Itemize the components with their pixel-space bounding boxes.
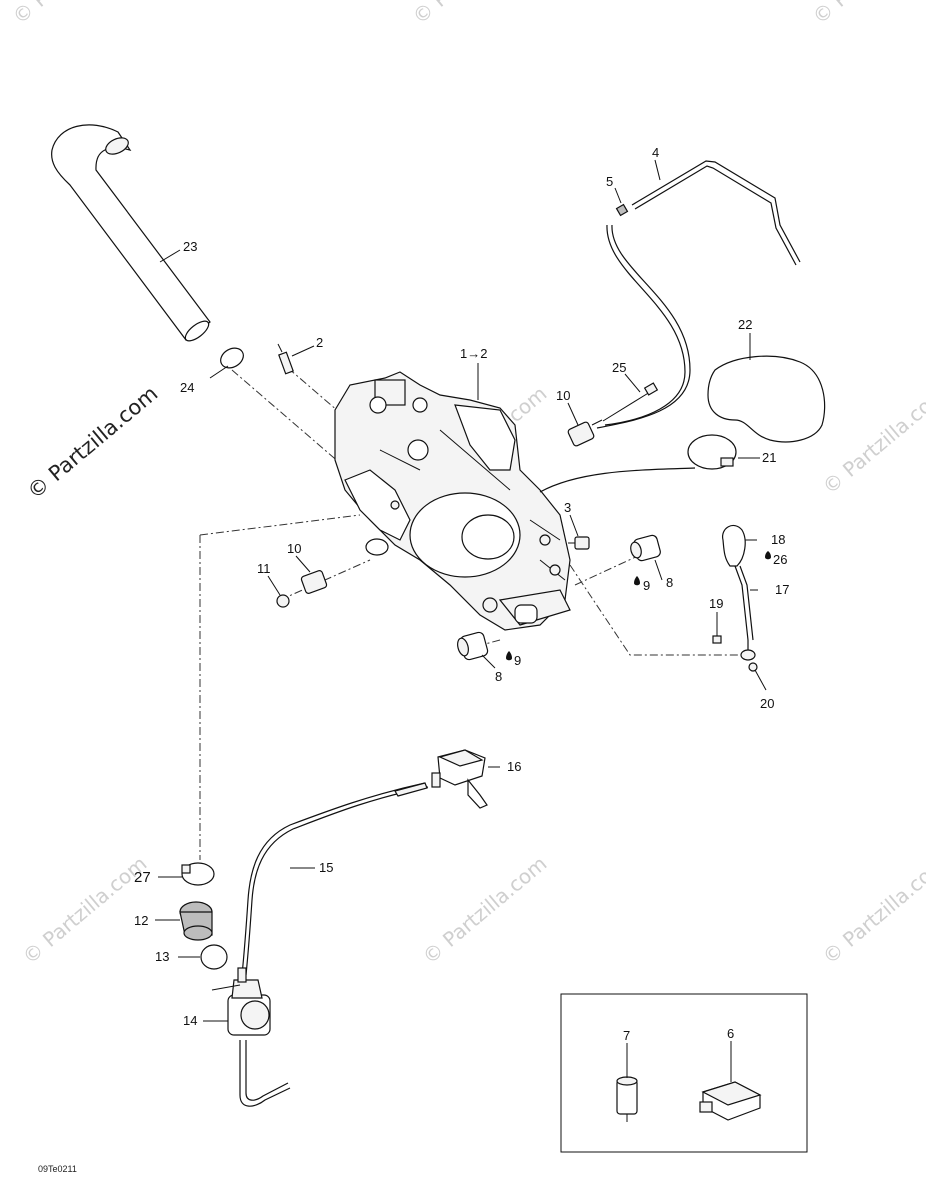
callout-22: 22 [738, 317, 752, 332]
part-7-component [616, 1076, 638, 1122]
watermark-tile: © Partzilla.com [18, 851, 152, 969]
hose-bracket [740, 649, 756, 661]
callout-16: 16 [507, 759, 521, 774]
part-27-clamp [181, 862, 215, 886]
callout-15: 15 [319, 860, 333, 875]
callout-7: 7 [623, 1028, 630, 1043]
part-19-bolt [712, 622, 722, 644]
oil-drop-icon [634, 576, 640, 586]
callout-26: 26 [773, 552, 787, 567]
callout-25: 25 [612, 360, 626, 375]
callout-18: 18 [771, 532, 785, 547]
part-2-spark-plug [277, 343, 294, 375]
oil-drop-icon [506, 651, 512, 661]
reference-code: 09Te0211 [38, 1164, 77, 1174]
callout-26-group: 26 [765, 551, 787, 567]
part-16-throttle [431, 749, 488, 809]
part-15-cable [241, 782, 426, 976]
part-8-mount-lower [457, 631, 489, 661]
part-6-module [699, 1081, 762, 1121]
callout-9-upper: 9 [643, 578, 650, 593]
part-11-nut [276, 594, 290, 608]
part-23-intake-tube [51, 124, 211, 342]
oil-drop-icon [765, 551, 771, 560]
watermark-tile: © Partzilla.com [8, 0, 142, 29]
callout-4: 4 [652, 145, 659, 160]
o-ring [365, 538, 389, 556]
callout-8-lower: 8 [495, 669, 502, 684]
callouts: 23 24 2 1→2 10 25 4 5 22 21 3 18 26 17 9… [134, 145, 789, 1043]
watermark-tile: © Partzilla.com [808, 0, 926, 29]
callout-9-upper-group: 9 [634, 576, 650, 593]
breather-hose [596, 224, 691, 429]
callout-12: 12 [134, 913, 148, 928]
callout-10-lower: 10 [287, 541, 301, 556]
part-21-clamp [687, 434, 737, 470]
callout-20: 20 [760, 696, 774, 711]
callout-27: 27 [134, 869, 151, 886]
part-10-fitting-upper [567, 419, 603, 447]
part-17-hose [734, 565, 749, 652]
leader-lines [155, 159, 767, 1082]
part-8-mount-upper [630, 534, 661, 562]
callout-17: 17 [775, 582, 789, 597]
callout-10-upper: 10 [556, 388, 570, 403]
watermark-tile: © Partzilla.com [818, 851, 926, 969]
watermark-tile: © Partzilla.com [818, 381, 926, 499]
part-10-fitting-lower [300, 570, 328, 594]
part-5-connector [615, 203, 629, 217]
part-22-air-boot [707, 355, 826, 443]
part-18-breather [722, 525, 746, 567]
callout-11: 11 [257, 561, 271, 576]
callout-2: 2 [316, 335, 323, 350]
callout-19: 19 [709, 596, 723, 611]
part-25-bolt [602, 382, 659, 422]
part-14-carburetor [211, 967, 291, 1107]
part-3-plug [568, 536, 590, 550]
callout-24: 24 [180, 380, 194, 395]
callout-9-lower: 9 [514, 653, 521, 668]
inset-box [560, 993, 808, 1153]
part-20-nut [748, 662, 758, 672]
part-24-clamp [220, 347, 244, 369]
callout-23: 23 [183, 239, 197, 254]
watermark-tile: © Partzilla.com [418, 851, 552, 969]
part-4-vent-tube [631, 160, 801, 266]
watermark-tile: © Partzilla.com [408, 0, 542, 29]
callout-3: 3 [564, 500, 571, 515]
callout-1: 1→2 [460, 346, 487, 361]
callout-13: 13 [155, 949, 169, 964]
callout-5: 5 [606, 174, 613, 189]
part-12-adaptor [179, 901, 213, 941]
engine-assembly [334, 371, 571, 631]
callout-9-lower-group: 9 [506, 651, 521, 668]
link-hose [539, 467, 696, 493]
watermark-main: © Partzilla.com [23, 381, 163, 504]
callout-8-upper: 8 [666, 575, 673, 590]
callout-6: 6 [727, 1026, 734, 1041]
callout-21: 21 [762, 450, 776, 465]
callout-14: 14 [183, 1013, 197, 1028]
part-13-clamp [200, 944, 228, 970]
